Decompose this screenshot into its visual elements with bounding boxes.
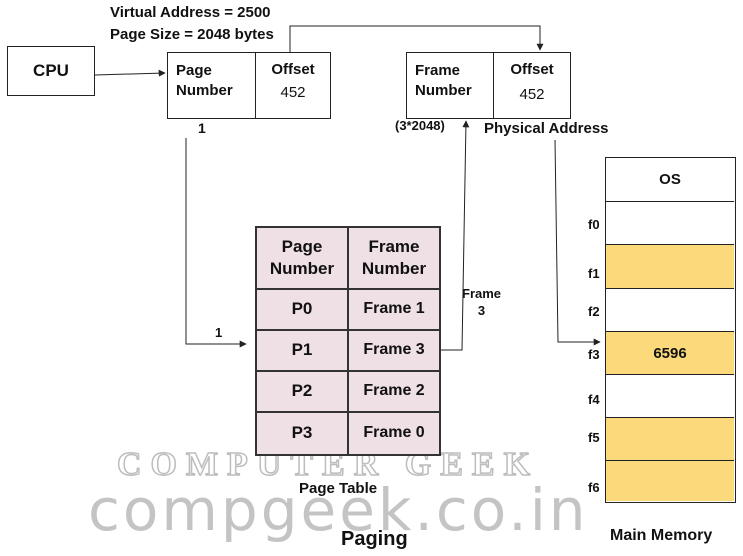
frame-cell: Frame 0 [363,424,425,442]
frame-label-f0: f0 [588,217,600,232]
page-table-row: P3 Frame 0 [257,413,439,454]
offset-label: Offset [271,61,315,78]
physical-offset-value: 452 [519,86,545,103]
page-size-text: Page Size = 2048 bytes [110,26,274,43]
frame-label-f3: f3 [588,347,600,362]
frame-number-arrow [441,120,470,351]
page-lookup-arrow [185,138,247,348]
page-cell: P0 [257,290,349,329]
frame-note-label: Frame 3 [462,286,502,318]
cpu-box: CPU [7,46,95,96]
page-number-label: Page Number [176,62,233,100]
memory-frame-f5 [606,418,734,461]
physical-offset-label: Offset [510,61,554,78]
memory-access-arrow [554,139,601,346]
page-cell: P3 [257,413,349,454]
memory-frame-f0 [606,202,734,245]
page-number-cell: Page Number [168,53,256,118]
memory-frame-f2 [606,289,734,332]
main-memory-caption: Main Memory [610,527,713,544]
frame-cell: Frame 3 [363,341,425,359]
diagram-title: Paging [341,528,408,550]
memory-os-cell: OS [606,158,734,202]
physical-offset-cell: Offset 452 [494,53,570,118]
page-cell: P2 [257,372,349,411]
physical-address-caption: Physical Address [484,120,609,137]
offset-copy-arrow [289,25,544,52]
frame-label-f4: f4 [588,392,600,407]
cpu-arrow [94,69,166,77]
virtual-address-text: Virtual Address = 2500 [110,4,271,21]
page-index-label: 1 [215,325,223,340]
frame-number-cell: Frame Number [407,53,494,118]
page-number-value: 1 [198,120,206,136]
page-table-header-frame: Frame Number [361,236,427,278]
memory-frame-f6 [606,461,734,501]
frame-label-f6: f6 [588,480,600,495]
physical-address-box: Frame Number Offset 452 [406,52,571,119]
frame-label-f1: f1 [588,266,600,281]
page-table-header-page: Page Number [257,228,349,288]
memory-frame-f3: 6596 [606,332,734,375]
page-table: Page Number Frame Number P0 Frame 1 P1 F… [255,226,441,456]
page-table-header-row: Page Number Frame Number [257,228,439,290]
frame-cell: Frame 1 [363,300,425,318]
main-memory: OS 6596 [605,157,736,503]
memory-frame-f1 [606,245,734,289]
frame-label-f5: f5 [588,430,600,445]
memory-frame-f4 [606,375,734,418]
page-table-row: P1 Frame 3 [257,331,439,372]
page-table-caption: Page Table [299,480,378,497]
offset-cell: Offset 452 [256,53,330,118]
frame-label-f2: f2 [588,304,600,319]
page-cell: P1 [257,331,349,370]
logical-address-box: Page Number Offset 452 [167,52,331,119]
offset-value: 452 [280,84,306,101]
page-table-row: P2 Frame 2 [257,372,439,413]
frame-number-label: Frame Number [415,62,472,100]
frame-calc-text: (3*2048) [395,118,445,133]
frame-cell: Frame 2 [363,382,425,400]
page-table-row: P0 Frame 1 [257,290,439,331]
watermark-url: compgeek.co.in [88,476,589,544]
cpu-label: CPU [33,61,69,80]
